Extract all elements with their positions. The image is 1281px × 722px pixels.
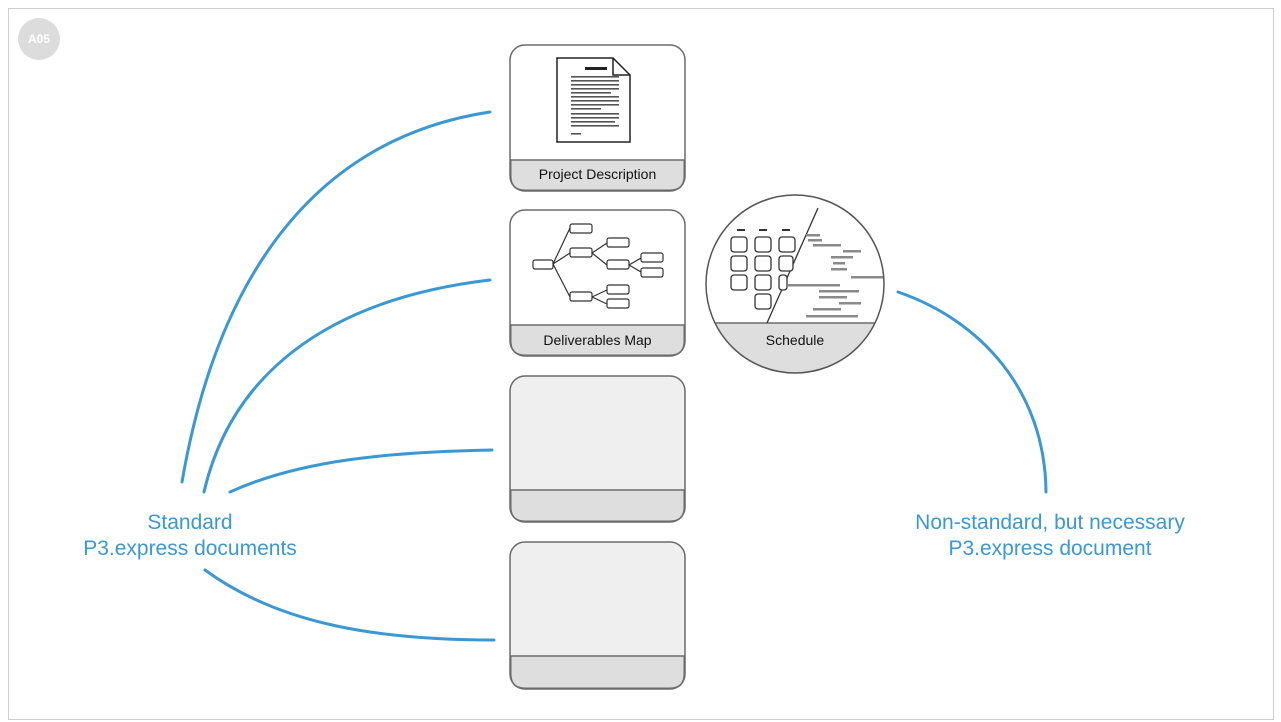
connectors [180, 110, 1048, 642]
connector-project-description [180, 110, 492, 484]
connector-blank-1 [228, 448, 494, 494]
card-project-description[interactable] [509, 44, 686, 192]
label-non-standard-document: Non-standard, but necessary P3.express d… [870, 510, 1230, 562]
label-project-description: Project Description [538, 166, 657, 182]
slide-badge: A05 [18, 18, 60, 60]
card-deliverables-map[interactable] [509, 209, 686, 357]
card-blank-2[interactable] [509, 541, 686, 690]
connector-blank-2 [203, 568, 496, 642]
tree-diagram-icon [532, 223, 664, 309]
connector-schedule [896, 290, 1048, 494]
card-blank-1[interactable] [509, 375, 686, 523]
label-schedule: Schedule [765, 332, 825, 348]
label-non-standard-line1: Non-standard, but necessary [915, 511, 1185, 534]
label-non-standard-line2: P3.express document [948, 537, 1152, 560]
label-standard-documents: Standard P3.express documents [40, 510, 340, 562]
document-icon [556, 57, 631, 143]
connector-deliverables-map [202, 278, 492, 494]
label-standard-line2: P3.express documents [83, 537, 297, 560]
label-standard-line1: Standard [147, 511, 233, 534]
schedule-document[interactable] [700, 194, 900, 383]
label-deliverables-map: Deliverables Map [543, 332, 652, 348]
